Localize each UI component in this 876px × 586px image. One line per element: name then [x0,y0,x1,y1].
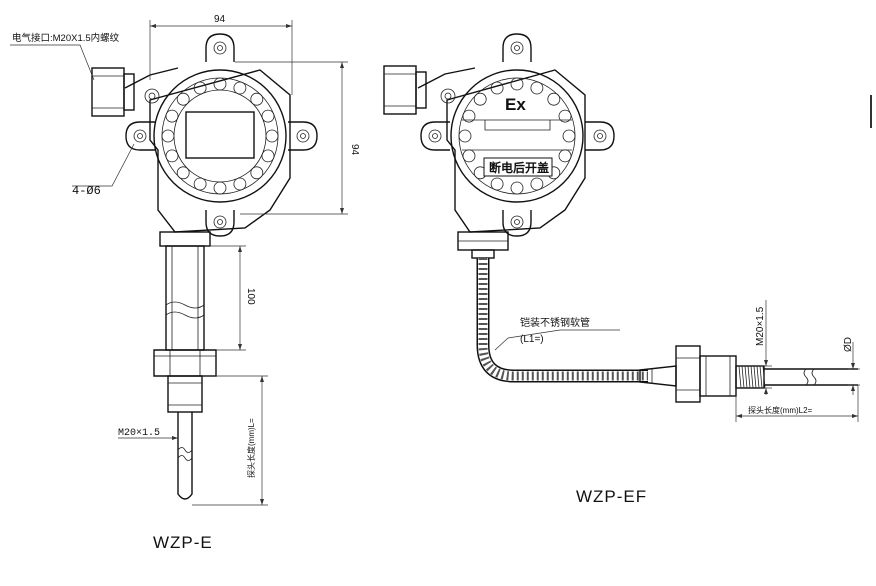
thread-line [750,365,754,389]
cover-scallop [558,109,572,123]
mount-lug-top [205,33,235,62]
label-thread-left: M20×1.5 [118,428,160,439]
thread-line [759,365,763,389]
cover-scallop [530,177,544,191]
mount-lug-bottom [205,210,235,237]
cover-scallop [530,81,544,95]
warning-text: 断电后开盖 [489,160,549,175]
label-probe-length-right: 探头长度(mm)L2= [748,405,813,415]
thread-line [756,365,760,389]
cover-scallop [265,129,279,143]
cover-scallop [562,129,576,143]
armored-hose [476,258,648,383]
label-height-94: 94 [349,144,360,156]
cover-scallop [462,109,476,123]
cover-scallop [233,81,247,95]
cable-gland-r [383,65,427,115]
cover-scallop [193,81,207,95]
probe [177,412,193,500]
hex-nut [153,349,217,377]
stem-r [457,231,509,259]
label-stem-100: 100 [245,288,256,305]
label-electrical-interface: 电气接口:M20X1.5内螺纹 [12,32,120,44]
cover-scallop [250,166,264,180]
mount-lug-left [125,121,155,151]
label-mount-holes: 4-Ø6 [72,184,101,198]
probe-r [764,368,858,386]
cover-scallops [161,77,279,195]
cover-scallop [193,177,207,191]
cover-scallop [558,149,572,163]
cover-scallop [165,149,179,163]
thread-line [741,365,745,389]
hex-nut-r [675,345,737,403]
warning-plate [483,157,553,177]
mount-lug-bottom-r [502,210,532,237]
cover-scallop [473,92,487,106]
wzp-ef-drawing: Ex 断电后开盖 [383,33,860,506]
mount-lug-left-r [420,121,450,151]
mount-lug-right-r [585,121,615,151]
wzp-e-drawing: 电气接口:M20X1.5内螺纹 94 94 4-Ø6 100 M20×1.5 探… [10,14,360,552]
label-width-94: 94 [214,14,226,25]
cover-scallop [176,92,190,106]
label-probe-length-left: 探头长度(mm)L= [246,418,256,478]
display-window [185,111,255,159]
label-thread-right: M20×1.5 [755,306,766,346]
cover-scallop [250,92,264,106]
cover-scallop [213,181,227,195]
cover-scallop [510,181,524,195]
cover-scallop [458,129,472,143]
dimension-lines-r [735,300,860,422]
cover-scallop [176,166,190,180]
thread-line [744,365,748,389]
dimension-lines [10,20,348,506]
label-diameter: ØD [843,337,854,352]
cover-scallop [261,109,275,123]
mount-lug-top-r [502,33,532,62]
cover-scallop [233,177,247,191]
cover-scallop [161,129,175,143]
cover-scallop [213,77,227,91]
thread-line [753,365,757,389]
cover-scallop [490,81,504,95]
cable-gland [91,67,135,117]
ex-mark: Ex [505,95,526,114]
label-hose-length: (L1=) [520,334,544,345]
model-label-wzp-e: WZP-E [153,533,213,552]
thread-line [747,365,751,389]
mount-lug-right [288,121,318,151]
cover-scallop [490,177,504,191]
process-thread-r [735,365,766,389]
label-armored-hose: 铠装不锈钢软管 [520,316,590,329]
process-thread [167,375,203,413]
thread-line [738,365,742,389]
cover-scallop [462,149,476,163]
cover-scallop [547,92,561,106]
stem [159,231,211,351]
cover-scallop [510,77,524,91]
cover-scallop [261,149,275,163]
cover-scallop [165,109,179,123]
model-label-wzp-ef: WZP-EF [576,487,647,506]
